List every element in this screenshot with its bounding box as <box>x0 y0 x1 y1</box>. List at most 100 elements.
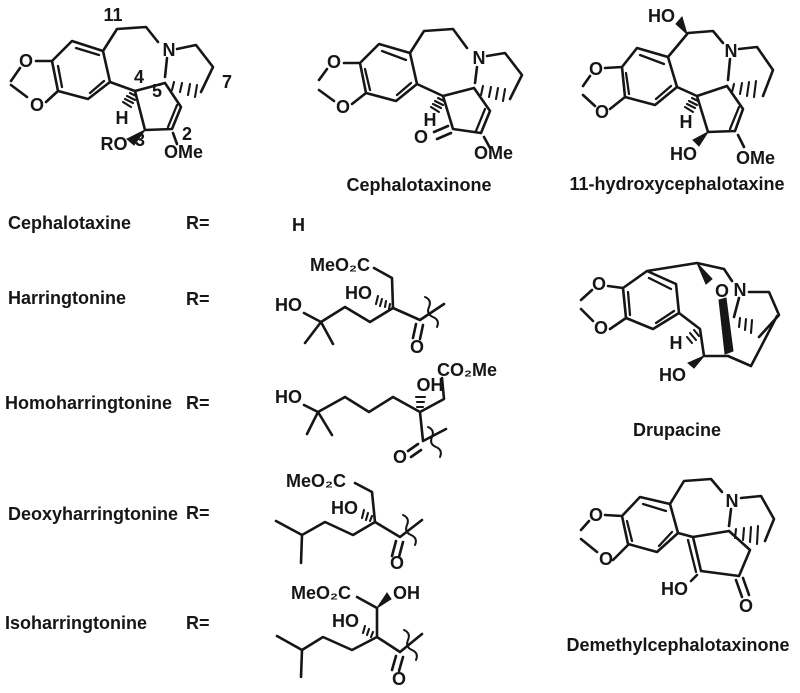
table-row-compound-deoxyharringtonine: Deoxyharringtonine <box>8 504 178 524</box>
double-bond-inner-lines <box>56 46 179 129</box>
dioxole-oxygen-top: O <box>19 51 33 71</box>
hydroxyl-beta-label: OH <box>393 583 420 603</box>
structure-isoharringtonine-r-group: MeO₂C OH HO O <box>275 583 424 689</box>
nitrogen-label: N <box>163 40 176 60</box>
hydroxyl-top-label: HO <box>648 6 675 26</box>
wedge-bond-oxygen-bridge <box>718 297 734 355</box>
table-row-compound-cephalotaxine: Cephalotaxine <box>8 213 131 233</box>
hydroxyl-label: HO <box>659 365 686 385</box>
double-bond-inner-lines <box>626 276 676 325</box>
structure-homoharringtonine-r-group: HO OH CO₂Me O <box>275 360 497 467</box>
compound-name-cephalotaxinone: Cephalotaxinone <box>346 175 491 195</box>
hydroxyl-alpha-label: OH <box>417 375 444 395</box>
wedge-bond-ho-bottom <box>692 130 710 147</box>
nitrogen-label: N <box>473 48 486 68</box>
hash-stereo-bonds <box>685 316 754 345</box>
hash-stereo-bond <box>360 508 374 523</box>
nitrogen-label: N <box>734 280 747 300</box>
bond-skeleton <box>9 25 215 146</box>
wavy-attachment-bond <box>424 296 439 328</box>
table-row-r-value-h: H <box>292 215 305 235</box>
structure-deoxyharringtonine-r-group: MeO₂C HO O <box>274 471 424 573</box>
ring-number-4: 4 <box>134 67 144 87</box>
ring-number-7: 7 <box>222 72 232 92</box>
wedge-bond-ho-top <box>675 15 688 36</box>
bond-skeleton <box>579 477 776 599</box>
r-group-table: Cephalotaxine R= H Harringtonine R= Homo… <box>5 213 305 633</box>
compound-name-demethylcephalotaxinone: Demethylcephalotaxinone <box>566 635 789 655</box>
structure-cephalotaxine-core: 11 7 4 5 2 3 N O O RO OMe H <box>9 5 232 162</box>
bond-skeleton <box>302 266 446 346</box>
bond-skeleton <box>274 481 424 565</box>
table-row-r-label: R= <box>186 613 210 633</box>
carbonyl-oxygen-label: O <box>390 553 404 573</box>
table-row-r-label: R= <box>186 289 210 309</box>
bond-skeleton <box>579 261 781 368</box>
carbonyl-oxygen-label: O <box>410 337 424 357</box>
methoxy-label: OMe <box>164 142 203 162</box>
enol-hydroxyl-label: HO <box>661 579 688 599</box>
methoxy-label: OMe <box>736 148 775 168</box>
wedge-bond-oh <box>376 592 392 609</box>
ring-number-3: 3 <box>135 130 145 150</box>
hash-stereo-bonds <box>121 80 199 109</box>
dioxole-oxygen-bottom: O <box>594 318 608 338</box>
dioxole-oxygen-bottom: O <box>599 549 613 569</box>
hash-stereo-bonds <box>429 84 507 114</box>
ketone-oxygen-label: O <box>414 127 428 147</box>
wavy-attachment-bond <box>427 426 442 458</box>
dioxole-oxygen-top: O <box>592 274 606 294</box>
hash-stereo-bonds <box>733 524 760 546</box>
bond-skeleton <box>302 376 448 459</box>
hydroxyl-alpha-label: HO <box>345 283 372 303</box>
dioxole-oxygen-bottom: O <box>595 102 609 122</box>
table-row-compound-isoharringtonine: Isoharringtonine <box>5 613 147 633</box>
wavy-attachment-bond <box>402 514 417 546</box>
wedge-bond-to-bridge-oxygen <box>696 262 713 285</box>
hash-stereo-bond <box>414 395 427 409</box>
double-bond-inner-lines <box>624 53 741 131</box>
methoxy-label: OMe <box>474 143 513 163</box>
dioxole-oxygen-top: O <box>589 505 603 525</box>
double-bond-inner-lines <box>363 49 487 133</box>
bond-skeleton <box>317 27 524 150</box>
hydrogen-label: H <box>116 108 129 128</box>
dioxole-oxygen-top: O <box>327 52 341 72</box>
hydrogen-label: H <box>424 110 437 130</box>
nitrogen-label: N <box>725 41 738 61</box>
wedge-bond-ho <box>687 355 705 369</box>
hydroxyl-terminal-label: HO <box>275 295 302 315</box>
ring-number-2: 2 <box>182 124 192 144</box>
ester-label: MeO₂C <box>286 471 346 491</box>
table-row-r-label: R= <box>186 393 210 413</box>
hydrogen-label: H <box>670 333 683 353</box>
bond-skeleton <box>581 29 775 149</box>
hash-stereo-bonds <box>683 79 758 114</box>
structure-drupacine: O O O N H HO Drupacine <box>579 261 781 440</box>
ester-label: MeO₂C <box>310 255 370 275</box>
table-row-compound-harringtonine: Harringtonine <box>8 288 126 308</box>
double-bond-inner-lines <box>625 502 698 574</box>
dioxole-oxygen-bottom: O <box>30 95 44 115</box>
carbonyl-oxygen-label: O <box>393 447 407 467</box>
ring-number-11: 11 <box>103 5 122 25</box>
ring-number-5: 5 <box>152 81 162 101</box>
wedge-bond-ro <box>126 129 146 146</box>
structure-demethylcephalotaxinone: O O N HO O Demethylcephalotaxinone <box>566 477 790 655</box>
table-row-r-label: R= <box>186 503 210 523</box>
dioxole-oxygen-top: O <box>589 59 603 79</box>
ketone-oxygen-label: O <box>739 596 753 616</box>
hydroxyl-alpha-label: HO <box>332 611 359 631</box>
hydroxyl-alpha-label: HO <box>331 498 358 518</box>
hydrogen-label: H <box>680 112 693 132</box>
carbonyl-oxygen-label: O <box>392 669 406 689</box>
table-row-r-label: R= <box>186 213 210 233</box>
compound-name-drupacine: Drupacine <box>633 420 721 440</box>
structure-11-hydroxycephalotaxine: HO O O N H HO OMe 11-hydroxycephalotaxin… <box>569 6 784 194</box>
structure-cephalotaxinone: O O N O OMe H Cephalotaxinone <box>317 27 524 195</box>
hydroxyl-terminal-label: HO <box>275 387 302 407</box>
r-oxy-label: RO <box>101 134 128 154</box>
compound-name-11-hydroxycephalotaxine: 11-hydroxycephalotaxine <box>569 174 784 194</box>
